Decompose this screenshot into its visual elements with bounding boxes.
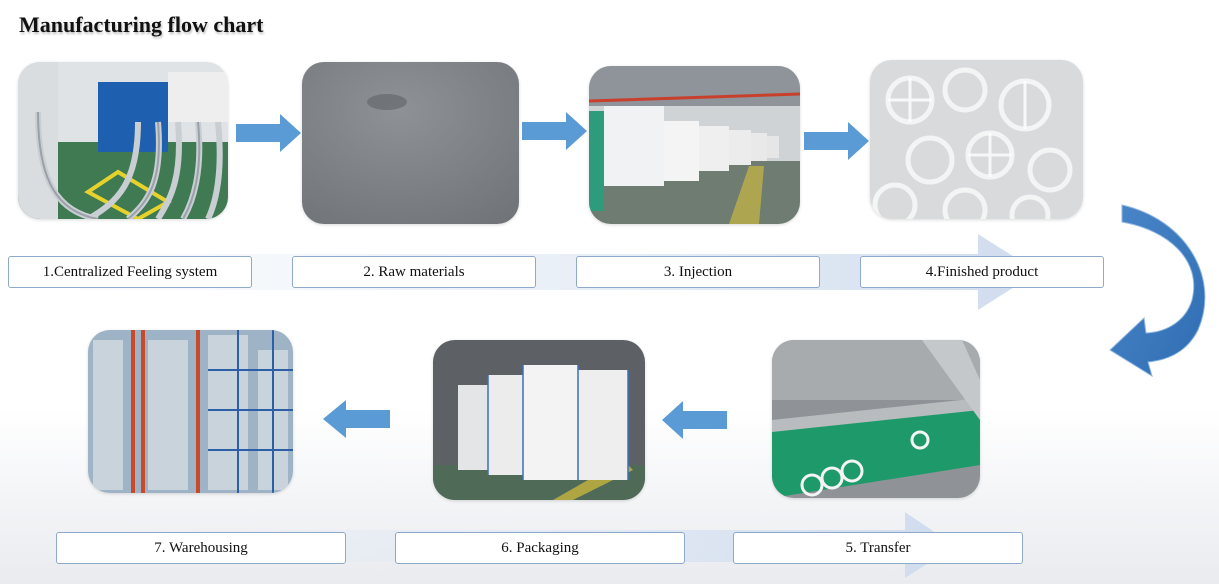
row1-band-arrow bbox=[80, 234, 1038, 310]
arrow-right-1 bbox=[236, 114, 301, 152]
step-label-warehousing: 7. Warehousing bbox=[56, 532, 346, 564]
injection-machines-photo bbox=[589, 66, 800, 224]
step-label-injection: 3. Injection bbox=[576, 256, 820, 288]
arrow-right-2 bbox=[522, 112, 587, 150]
step-label-feeding: 1.Centralized Feeling system bbox=[8, 256, 252, 288]
curved-return-arrow bbox=[1109, 204, 1206, 378]
arrow-right-3 bbox=[804, 122, 869, 160]
step-label-packaging: 6. Packaging bbox=[395, 532, 685, 564]
warehouse-racks-photo bbox=[88, 330, 293, 493]
conveyor-transfer-photo bbox=[772, 340, 980, 498]
step-label-transfer: 5. Transfer bbox=[733, 532, 1023, 564]
step-label-finished-product: 4.Finished product bbox=[860, 256, 1104, 288]
arrow-left-1 bbox=[662, 401, 727, 439]
page-title: Manufacturing flow chart bbox=[19, 12, 264, 37]
feeding-system-photo bbox=[18, 62, 228, 219]
finished-product-photo bbox=[870, 60, 1083, 219]
packaging-bags-photo bbox=[433, 340, 645, 500]
arrow-left-2 bbox=[323, 400, 390, 438]
raw-materials-photo bbox=[302, 62, 519, 224]
step-label-raw-materials: 2. Raw materials bbox=[292, 256, 536, 288]
